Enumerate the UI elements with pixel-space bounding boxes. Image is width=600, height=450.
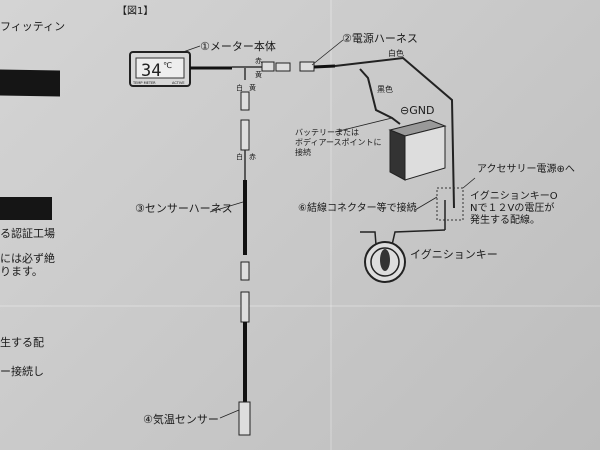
ignition-key-icon: [364, 241, 406, 283]
battery-icon: [388, 119, 447, 181]
meter-brand-left: TEMP METER: [132, 81, 156, 85]
white-wire: [334, 56, 455, 209]
paper-fold: [0, 305, 600, 307]
ignition-note-line: イグニションキーO: [470, 191, 558, 202]
paper-fold: [330, 0, 332, 450]
wire-color-white: 白: [236, 84, 243, 92]
battery-note-line: 接続: [295, 148, 311, 157]
left-text-line: フィッティン: [0, 20, 66, 33]
leader-line: [209, 201, 244, 213]
connector: [240, 291, 250, 323]
connector: [240, 261, 250, 281]
leader-line: [182, 45, 201, 53]
meter-display-unit: ℃: [163, 61, 172, 70]
left-text-line: ー接続し: [0, 365, 44, 378]
black-heading-bar: [0, 197, 52, 220]
meter-label: ①メーター本体: [200, 40, 276, 53]
wire-color-yellow: 黄: [255, 71, 262, 79]
wire-color-white: 白: [236, 153, 243, 161]
gnd-label: ⊖GND: [400, 104, 435, 117]
ignition-key-label: イグニションキー: [410, 248, 498, 261]
battery-note-line: ボディアースポイントに: [295, 138, 382, 147]
power-harness-label: ②電源ハーネス: [342, 32, 418, 45]
wire-color-red: 赤: [249, 153, 256, 161]
accessory-label: アクセサリー電源⊕へ: [477, 164, 575, 175]
temp-sensor-probe: [238, 401, 251, 436]
ignition-note-line: Nで１２Vの電圧が: [470, 203, 555, 214]
temp-sensor-label: ④気温センサー: [143, 413, 219, 426]
ignition-wire: [360, 229, 446, 246]
left-text-line: には必ず絶: [0, 252, 55, 265]
figure-label: 【図1】: [117, 6, 154, 17]
wire-color-red: 赤: [255, 57, 262, 65]
wire-color-yellow: 黄: [249, 84, 256, 92]
black-wire-label: 黒色: [377, 85, 393, 94]
leader-line: [334, 117, 393, 133]
black-wire: [359, 68, 401, 125]
connector: [275, 62, 291, 72]
power-harness-cable: [313, 64, 336, 69]
battery-note-line: バッテリーまたは: [295, 128, 359, 137]
meter-display-value: 34: [141, 61, 161, 81]
meter-brand-right: ACTIVE: [172, 81, 185, 85]
left-text-line: る認証工場: [0, 227, 55, 240]
leader-line: [311, 39, 344, 66]
connection-box: [436, 187, 464, 221]
connector: [240, 119, 250, 151]
leader-line: [219, 409, 240, 419]
connector-note: ⑥結線コネクター等で接続: [298, 203, 417, 214]
white-wire-label: 白色: [388, 49, 404, 58]
connector: [261, 61, 275, 72]
left-text-line: 生する配: [0, 336, 44, 349]
connector: [299, 61, 315, 72]
leader-line: [414, 196, 438, 211]
leader-line: [462, 177, 476, 189]
left-text-line: ります。: [0, 265, 43, 278]
ignition-note-line: 発生する配線。: [470, 215, 540, 226]
meter-body: [129, 51, 191, 87]
sensor-harness-label: ③センサーハーネス: [135, 202, 233, 215]
connector: [240, 91, 250, 111]
